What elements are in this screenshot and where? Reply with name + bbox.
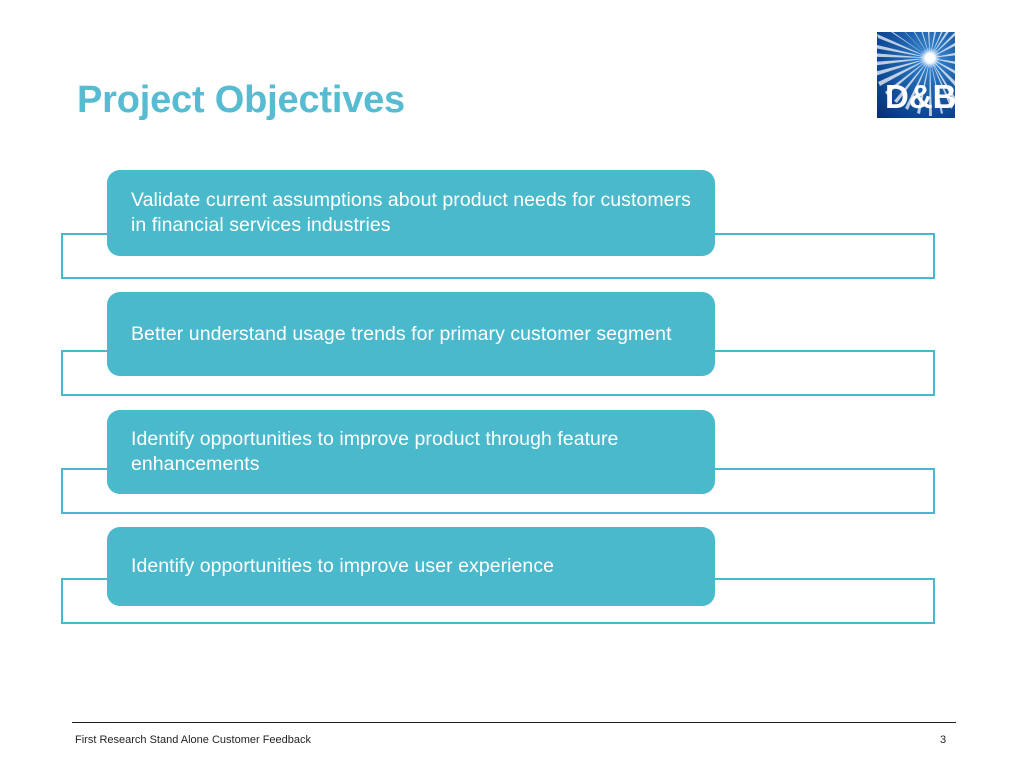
dnb-wordmark: D&B [885, 78, 955, 115]
dnb-logo: D&B [877, 32, 955, 118]
objective-label: Better understand usage trends for prima… [131, 322, 672, 345]
footer-divider [72, 722, 956, 723]
objective-label: Identify opportunities to improve user e… [131, 555, 555, 577]
footer-label: First Research Stand Alone Customer Feed… [75, 734, 312, 746]
page-title: Project Objectives [77, 79, 405, 121]
objective-card[interactable]: Validate current assumptions about produ… [107, 170, 715, 256]
objective-card[interactable]: Better understand usage trends for prima… [107, 292, 715, 376]
dnb-logo-graphic: D&B [877, 32, 955, 118]
objective-label: Identify opportunities to improve produc… [131, 428, 619, 475]
objective-card[interactable]: Identify opportunities to improve produc… [107, 410, 715, 494]
objective-label: Validate current assumptions about produ… [131, 189, 691, 236]
page-number: 3 [940, 734, 947, 746]
objective-card[interactable]: Identify opportunities to improve user e… [107, 527, 715, 606]
